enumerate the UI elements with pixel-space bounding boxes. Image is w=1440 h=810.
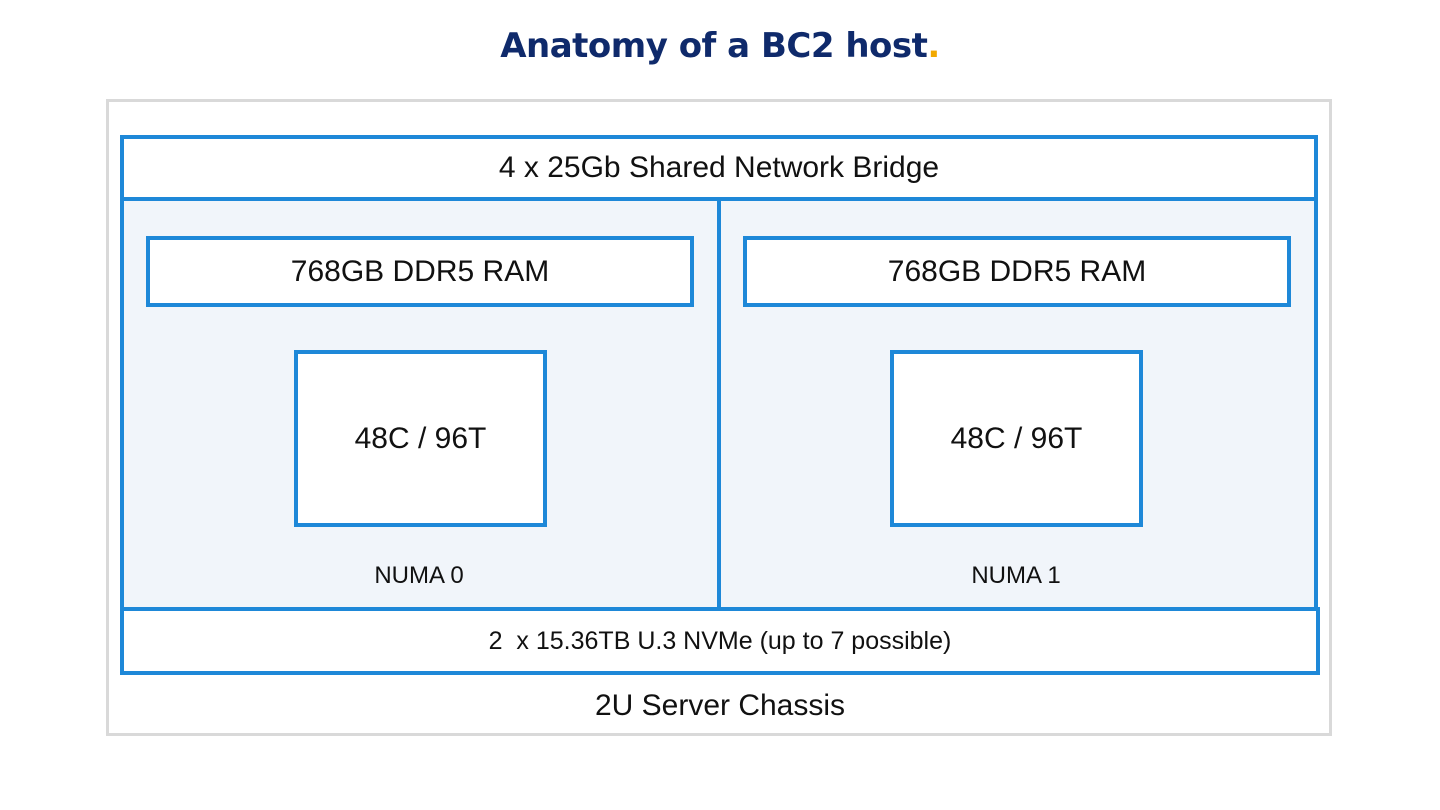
- numa-1-cpu-label: 48C / 96T: [950, 421, 1083, 455]
- numa-0-cpu-label: 48C / 96T: [354, 421, 487, 455]
- numa-1-label: NUMA 1: [971, 562, 1061, 589]
- network-bridge-box: 4 x 25Gb Shared Network Bridge: [120, 135, 1318, 201]
- numa-0-ram-box: 768GB DDR5 RAM: [146, 236, 694, 307]
- chassis-label: 2U Server Chassis: [594, 689, 846, 722]
- numa-1-ram-label: 768GB DDR5 RAM: [887, 254, 1147, 288]
- numa-0-ram-label: 768GB DDR5 RAM: [290, 254, 550, 288]
- numa-1-cpu-box: 48C / 96T: [890, 350, 1143, 527]
- numa-0-label: NUMA 0: [374, 562, 464, 589]
- numa-1-ram-box: 768GB DDR5 RAM: [743, 236, 1291, 307]
- page-title: Anatomy of a BC2 host.: [0, 26, 1440, 66]
- title-text: Anatomy of a BC2 host: [500, 26, 928, 66]
- numa-0-cpu-box: 48C / 96T: [294, 350, 547, 527]
- storage-box: 2 x 15.36TB U.3 NVMe (up to 7 possible): [120, 607, 1320, 675]
- storage-label: 2 x 15.36TB U.3 NVMe (up to 7 possible): [488, 626, 952, 655]
- title-accent-dot: .: [927, 26, 940, 66]
- network-bridge-label: 4 x 25Gb Shared Network Bridge: [498, 151, 940, 184]
